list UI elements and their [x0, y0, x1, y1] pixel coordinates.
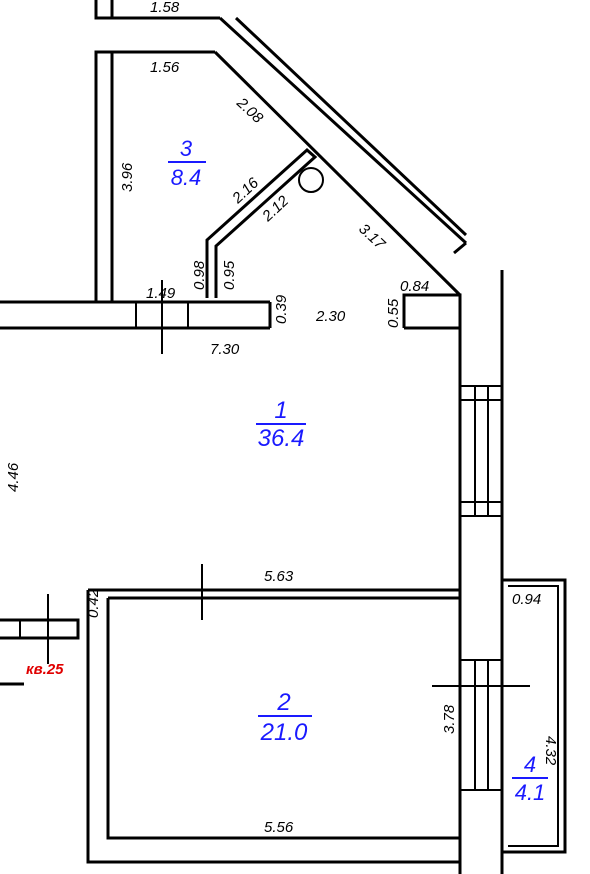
- room-area: 4.1: [515, 780, 546, 805]
- dimension-label: 5.56: [264, 819, 294, 836]
- dimension-label: 1.49: [146, 285, 176, 302]
- room-area: 8.4: [171, 165, 202, 190]
- dimension-label: 1.56: [150, 59, 180, 76]
- dimension-label: 0.55: [385, 298, 402, 328]
- dimension-label: 0.42: [85, 588, 102, 618]
- dimension-label: 3.78: [441, 704, 458, 734]
- dimension-label: 0.98: [191, 260, 208, 290]
- dimension-label: 4.32: [542, 736, 559, 766]
- dimension-label: 0.95: [221, 260, 238, 290]
- room-number: 1: [274, 397, 287, 424]
- dimension-label: 0.94: [512, 591, 541, 608]
- dimension-label: 5.63: [264, 568, 294, 585]
- room-number: 2: [276, 689, 290, 716]
- dimension-label: 3.96: [119, 162, 136, 192]
- dimension-label: 3.17: [355, 220, 388, 253]
- dimension-labels: 1.58 1.56 2.08 3.96 2.16 2.12 3.17 0.98 …: [5, 0, 559, 836]
- dimension-label: 4.46: [5, 462, 22, 492]
- apartment-label: кв.25: [26, 661, 64, 678]
- dimension-label: 2.30: [315, 308, 346, 325]
- dimension-label: 0.84: [400, 278, 429, 295]
- room-label-1: 1 36.4: [256, 397, 306, 452]
- riser-circle-icon: [298, 167, 324, 193]
- room-label-2: 2 21.0: [258, 689, 312, 746]
- walls: [0, 0, 567, 874]
- dimension-label: 2.12: [258, 192, 292, 225]
- dimension-label: 7.30: [210, 341, 240, 358]
- room-number: 3: [180, 136, 193, 161]
- room-label-3: 3 8.4: [168, 136, 206, 190]
- room-number: 4: [524, 752, 536, 777]
- dimension-label: 2.16: [228, 174, 262, 207]
- room-area: 21.0: [260, 719, 308, 746]
- room-label-4: 4 4.1: [512, 752, 548, 805]
- dimension-label: 0.39: [273, 294, 290, 324]
- dimension-label: 1.58: [150, 0, 180, 16]
- room-area: 36.4: [258, 425, 305, 452]
